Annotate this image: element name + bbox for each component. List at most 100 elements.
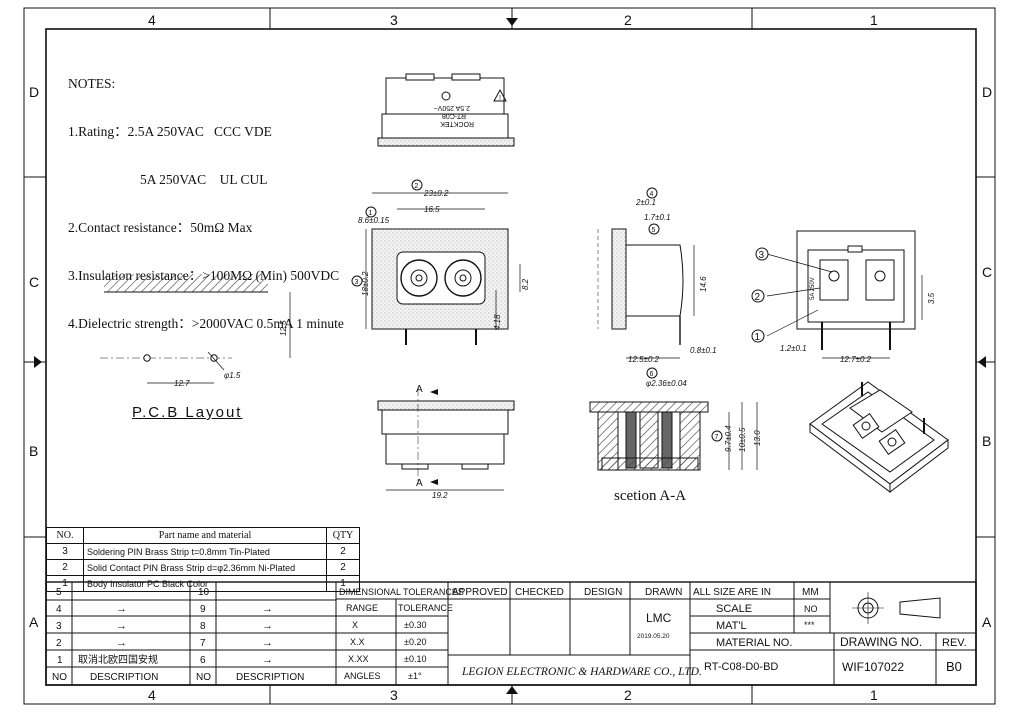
tol-range-4: ANGLES <box>344 671 381 681</box>
section-mark-a-top: A <box>416 384 423 395</box>
tol-tol-header: TOLERANCE <box>398 603 453 613</box>
rev-value: B0 <box>946 659 962 674</box>
balloon-2-front: 2 <box>415 183 419 190</box>
part-name: Body Insulator PC Black Color <box>83 575 327 592</box>
rev-desc-8: → <box>262 620 273 632</box>
top-label-line3: 2.5A 250V~ <box>434 104 470 111</box>
tol-range-header: RANGE <box>346 603 378 613</box>
rear-label: 5A 250V <box>810 277 816 300</box>
zone-bottom-4: 4 <box>148 687 156 703</box>
dim-1-2: 1.2±0.1 <box>780 344 807 353</box>
tol-range-3: X.XX <box>348 654 369 664</box>
side-view: 2±0.1 1.7±0.1 14.6 12.5±0.2 0.8±0.1 4 5 <box>597 187 717 364</box>
dim-2: 2±0.1 <box>635 198 656 207</box>
balloon-7: 7 <box>715 434 719 441</box>
balloon-1-rear: 1 <box>755 332 761 343</box>
bottom-view: A A 19.2 <box>377 384 515 500</box>
matl-label: MAT'L <box>716 620 747 632</box>
dim-12-5: 12.5±0.2 <box>628 355 660 364</box>
notes-title: NOTES: <box>68 76 116 91</box>
zone-left-A: A <box>29 614 39 630</box>
material-no: RT-C08-D0-BD <box>704 661 778 673</box>
rev-no-9: 9 <box>200 604 206 615</box>
top-label-line2: RT-C08 <box>442 112 466 119</box>
note-2: 2.Contact resistance：50mΩ Max <box>68 220 253 235</box>
part-name: Soldering PIN Brass Strip t=0.8mm Tin-Pl… <box>83 543 327 560</box>
scale-value: NO <box>804 604 818 614</box>
note-1b: 5A 250VAC UL CUL <box>140 172 268 187</box>
design-label: DESIGN <box>584 587 622 598</box>
zone-bottom-3: 3 <box>390 687 398 703</box>
signoff-block: APPROVED CHECKED DESIGN DRAWN LMC 2019.0… <box>452 587 702 678</box>
section-view: 6 φ2.36±0.04 7 9.7±0.4 10±0.5 13.0 <box>589 367 762 471</box>
matl-value: *** <box>804 620 815 630</box>
dim-14-6: 14.6 <box>699 276 708 292</box>
dim-18: 18±0.2 <box>361 271 370 296</box>
dim-19-2: 19.2 <box>432 491 448 500</box>
zone-right-C: C <box>982 264 992 280</box>
rev-no-header-right: NO <box>196 672 211 683</box>
note-3: 3.Insulation resistance：>100MΩ (Min) 500… <box>68 268 340 283</box>
rev-no-10: 10 <box>198 587 210 598</box>
tol-value-4: ±1° <box>408 671 422 681</box>
parts-table-header: NO. Part name and material QTY <box>46 527 360 544</box>
size-label: ALL SIZE ARE IN <box>693 587 771 598</box>
dim-3-5: 3.5 <box>927 292 936 304</box>
dim-16-5: 16.5 <box>424 205 440 214</box>
top-view: ! ROCKTEK RT-C08 2.5A 250V~ <box>377 73 515 147</box>
balloon-6: 6 <box>650 371 654 378</box>
pcb-dim-phi: φ1.5 <box>224 371 241 380</box>
table-row: 2 Solid Contact PIN Brass Strip d=φ2.36m… <box>46 559 360 576</box>
pcb-dim-12-5: 12.5 <box>279 320 288 336</box>
size-value: MM <box>802 587 819 598</box>
zone-left-C: C <box>29 274 39 290</box>
balloon-2-rear: 2 <box>755 292 761 303</box>
drawn-date: 2019.05.20 <box>637 633 670 640</box>
drawn-label: DRAWN <box>645 587 682 598</box>
table-row: 1 Body Insulator PC Black Color 1 <box>46 575 360 592</box>
rev-no-5: 5 <box>56 587 62 598</box>
rev-no-1: 1 <box>57 655 63 666</box>
part-no: 1 <box>46 575 84 592</box>
center-mark-top <box>506 18 518 26</box>
rev-desc-3: → <box>116 620 127 632</box>
balloon-1-front: 1 <box>369 210 373 217</box>
rev-no-7: 7 <box>200 638 206 649</box>
part-no: 2 <box>46 559 84 576</box>
rev-desc-4: → <box>116 603 127 615</box>
part-name: Solid Contact PIN Brass Strip d=φ2.36mm … <box>83 559 327 576</box>
tol-range-2: X.X <box>350 637 365 647</box>
center-mark-right <box>978 356 986 368</box>
top-label-line1: ROCKTEK <box>440 120 474 127</box>
zone-top-4: 4 <box>148 12 156 28</box>
parts-table: NO. Part name and material QTY 3 Solderi… <box>46 527 360 592</box>
center-mark-left <box>34 356 42 368</box>
balloon-5: 5 <box>652 227 656 234</box>
part-qty: 2 <box>326 559 360 576</box>
zone-right-B: B <box>982 433 991 449</box>
center-mark-bottom <box>506 686 518 694</box>
zone-right-D: D <box>982 84 992 100</box>
tol-title: DIMENSIONAL TOLERANCES <box>339 587 464 597</box>
rev-desc-1: 取消北欧四国安规 <box>78 653 158 666</box>
zone-left-D: D <box>29 84 39 100</box>
dim-0-8: 0.8±0.1 <box>690 346 717 355</box>
dim-23: 23±0.2 <box>423 189 449 198</box>
dim-8-6: 8.6±0.15 <box>358 216 390 225</box>
balloon-4: 4 <box>650 191 654 198</box>
zone-right-A: A <box>982 614 992 630</box>
balloon-3-front: 3 <box>355 279 359 286</box>
note-4: 4.Dielectric strength：>2000VAC 0.5mA 1 m… <box>68 316 344 331</box>
title-block-right: ALL SIZE ARE IN MM SCALE NO MAT'L *** MA… <box>693 587 967 674</box>
part-qty: 1 <box>326 575 360 592</box>
isometric-view <box>809 381 949 494</box>
dim-phi-2-36: φ2.36±0.04 <box>646 379 687 388</box>
tol-value-3: ±0.10 <box>404 654 426 664</box>
zone-top-2: 2 <box>624 12 632 28</box>
dim-12-7-rear: 12.7±0.2 <box>840 355 872 364</box>
table-row: 3 Soldering PIN Brass Strip t=0.8mm Tin-… <box>46 543 360 560</box>
tol-value-1: ±0.30 <box>404 620 426 630</box>
tolerances-block: DIMENSIONAL TOLERANCES RANGE TOLERANCE X… <box>339 587 464 681</box>
note-1: 1.Rating：2.5A 250VAC CCC VDE <box>68 124 272 139</box>
notes: NOTES: 1.Rating：2.5A 250VAC CCC VDE 5A 2… <box>68 44 344 348</box>
